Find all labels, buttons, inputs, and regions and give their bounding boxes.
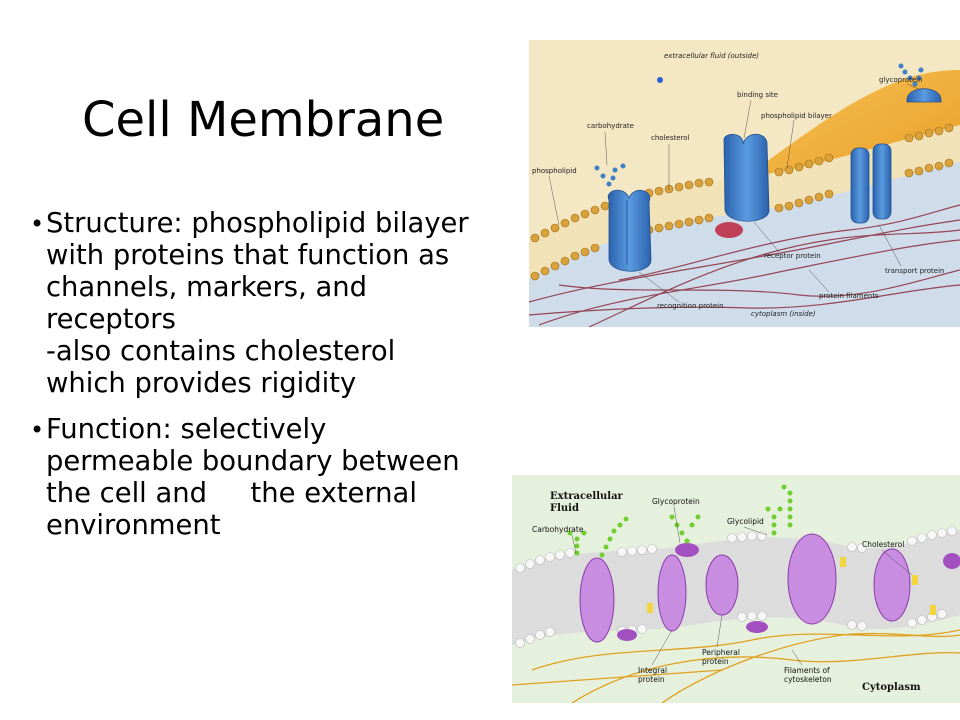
- label-carbohydrate: carbohydrate: [587, 122, 634, 130]
- label-leader-lines: [571, 506, 913, 666]
- bullet-line: -also contains cholesterol: [46, 336, 396, 367]
- label-glycoprotein: Glycoprotein: [652, 497, 700, 506]
- transport-protein: [850, 143, 892, 224]
- label-integral-protein: protein: [638, 675, 665, 684]
- dot-marker: [657, 77, 663, 83]
- label-phospholipid-bilayer: phospholipid bilayer: [761, 112, 832, 120]
- bullet-dot-icon: •: [30, 416, 45, 444]
- bullet-line: environment: [46, 510, 221, 541]
- label-cholesterol: Cholesterol: [862, 540, 904, 549]
- bullet-line: the cell and the external: [46, 478, 417, 509]
- integral-protein: [579, 533, 911, 643]
- membrane-diagram-bottom: Extracellular Fluid Glycoprotein Glycoli…: [512, 475, 960, 703]
- label-extracellular: Extracellular: [550, 491, 624, 502]
- label-glycoprotein: glycoprotein: [879, 76, 923, 84]
- bullet-dot-icon: •: [30, 210, 45, 238]
- phospholipid-heads-inner: [530, 158, 954, 281]
- label-carbohydrate: Carbohydrate: [532, 525, 584, 534]
- label-extracellular: extracellular fluid (outside): [664, 52, 759, 60]
- binding-molecule: [715, 222, 743, 238]
- label-recognition-protein: recognition protein: [657, 302, 724, 310]
- bullet-line: Function: selectively: [46, 414, 327, 445]
- membrane-diagram-top: extracellular fluid (outside) glycoprote…: [529, 40, 960, 327]
- bullet-list: • Structure: phospholipid bilayer with p…: [30, 208, 520, 556]
- phospholipid-heads-outer: [515, 526, 957, 573]
- bullet-line: permeable boundary between: [46, 446, 460, 477]
- carbohydrate-chain: [594, 163, 626, 187]
- label-peripheral-protein: protein: [702, 657, 729, 666]
- label-protein-filaments: protein filaments: [819, 292, 879, 300]
- cholesterol-molecules: [647, 557, 936, 615]
- glycoprotein: [898, 63, 942, 103]
- bullet-line: Structure: phospholipid bilayer: [46, 208, 469, 239]
- label-fluid: Fluid: [550, 503, 579, 514]
- carbohydrate-chains: [567, 484, 793, 558]
- label-cytoskeleton: cytoskeleton: [784, 675, 832, 684]
- phospholipid-heads-outer: [530, 123, 954, 243]
- bullet-line: receptors: [46, 304, 176, 335]
- bullet-line: with proteins that function as: [46, 240, 450, 271]
- bullet-line: channels, markers, and: [46, 272, 368, 303]
- diagram-labels-bottom: Extracellular Fluid Glycoprotein Glycoli…: [532, 491, 921, 693]
- label-leader-lines: [548, 83, 922, 303]
- label-peripheral: Peripheral: [702, 648, 740, 657]
- label-transport-protein: transport protein: [885, 267, 944, 275]
- label-binding-site: binding site: [737, 91, 778, 99]
- peripheral-protein: [617, 543, 960, 641]
- diagram-labels-top: extracellular fluid (outside) glycoprote…: [532, 52, 944, 318]
- label-cytoplasm: cytoplasm (inside): [751, 310, 816, 318]
- slide-title: Cell Membrane: [82, 92, 445, 148]
- bullet-structure: • Structure: phospholipid bilayer with p…: [30, 208, 520, 400]
- bullet-line: which provides rigidity: [46, 368, 357, 399]
- label-receptor-protein: receptor protein: [764, 252, 821, 260]
- label-integral: Integral: [638, 666, 667, 675]
- label-glycolipid: Glycolipid: [727, 517, 764, 526]
- protein-filaments: [529, 204, 960, 327]
- label-cholesterol: cholesterol: [651, 134, 690, 142]
- label-filaments: Filaments of: [784, 666, 830, 675]
- bullet-function: • Function: selectively permeable bounda…: [30, 414, 520, 542]
- label-cytoplasm: Cytoplasm: [862, 682, 921, 693]
- receptor-protein: [723, 133, 770, 222]
- label-phospholipid: phospholipid: [532, 167, 577, 175]
- cytoskeleton-filaments: [512, 629, 960, 703]
- recognition-protein: [607, 189, 652, 272]
